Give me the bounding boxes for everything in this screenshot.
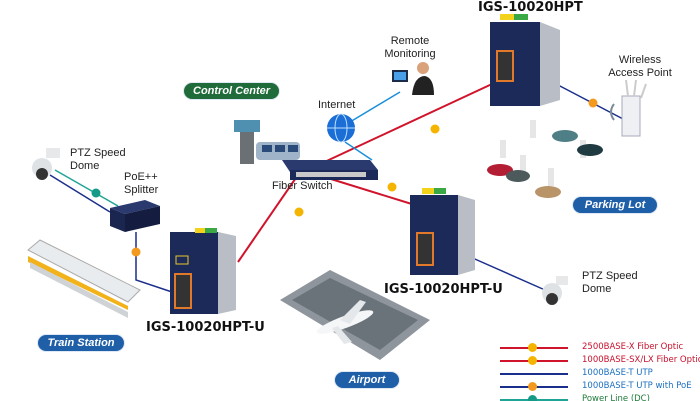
ptz-dome-left-device (32, 148, 60, 180)
parking-lot-illustration (487, 120, 603, 198)
internet-link-remote (349, 91, 401, 123)
switch-mid-device[interactable] (410, 188, 475, 275)
poe-splitter-label: PoE++ Splitter (124, 171, 159, 196)
badge-poe-splitter (131, 247, 141, 257)
poe-link-splitter (135, 232, 173, 293)
control-center-icon (234, 120, 300, 164)
parking-lot-badge: Parking Lot (572, 196, 658, 214)
train-illustration (27, 239, 141, 318)
poe-splitter-device (110, 200, 160, 232)
utp-link-ptz-left (49, 174, 111, 213)
ptz-right-label: PTZ Speed Dome (582, 270, 638, 295)
top-switch-model-label: IGS-10020HPT (478, 0, 583, 15)
internet-label: Internet (318, 99, 356, 111)
fiber-switch-label: Fiber Switch (272, 180, 333, 192)
dc-link-ptz-left (54, 169, 119, 207)
legend-item: 2500BASE-X Fiber Optic (500, 341, 700, 354)
ptz-left-label: PTZ Speed Dome (70, 147, 126, 172)
internet-link-switch (344, 141, 373, 161)
badge-1000-top (430, 124, 440, 134)
fiber-link-top (317, 83, 493, 166)
internet-globe-icon (327, 113, 355, 143)
badge-poe-ap (588, 98, 598, 108)
train-station-badge: Train Station (37, 334, 125, 352)
link-badges (91, 98, 598, 257)
legend-badge-icon (528, 343, 537, 352)
legend-label: Power Line (DC) (582, 394, 650, 401)
legend: 2500BASE-X Fiber Optic 1000BASE-SX/LX Fib… (500, 341, 700, 401)
ptz-dome-right-device (542, 276, 568, 305)
switch-left-device[interactable] (170, 228, 236, 314)
wireless-ap-label: Wireless Access Point (608, 54, 672, 79)
switch-top-device[interactable] (490, 14, 560, 106)
fiber-switch-device[interactable] (282, 160, 378, 180)
left-switch-model-label: IGS-10020HPT-U (146, 320, 265, 335)
utp-link-ptz-right (467, 255, 546, 291)
legend-badge-icon (528, 382, 537, 391)
airport-badge: Airport (334, 371, 400, 389)
legend-line-swatch (500, 373, 568, 375)
airport-runway-illustration (280, 270, 430, 360)
legend-label: 1000BASE-T UTP (582, 368, 653, 378)
legend-label: 2500BASE-X Fiber Optic (582, 342, 684, 352)
wireless-ap-device (610, 79, 647, 137)
legend-label: 1000BASE-SX/LX Fiber Optic (582, 355, 700, 365)
legend-item: 1000BASE-T UTP (500, 367, 700, 380)
badge-2500-mid (387, 182, 397, 192)
legend-item: Power Line (DC) (500, 393, 700, 401)
remote-operator-icon (392, 62, 434, 95)
mid-switch-model-label: IGS-10020HPT-U (384, 282, 503, 297)
fiber-link-left (237, 171, 301, 263)
legend-label: 1000BASE-T UTP with PoE (582, 381, 692, 391)
control-center-badge: Control Center (183, 82, 280, 100)
badge-dc (91, 188, 101, 198)
legend-badge-icon (528, 356, 537, 365)
legend-item: 1000BASE-SX/LX Fiber Optic (500, 354, 700, 367)
legend-badge-icon (528, 395, 537, 401)
badge-1000-left (294, 207, 304, 217)
legend-item: 1000BASE-T UTP with PoE (500, 380, 700, 393)
remote-monitoring-label: Remote Monitoring (384, 35, 436, 60)
